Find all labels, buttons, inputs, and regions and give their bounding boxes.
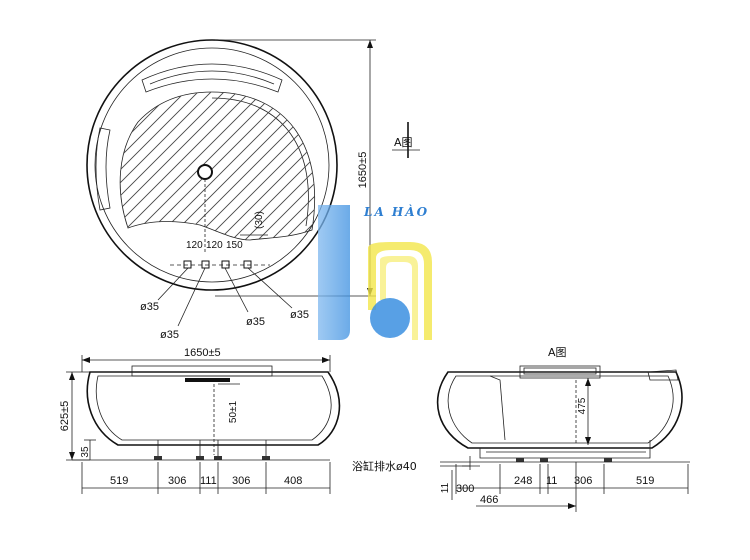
section-label-side: A图	[548, 346, 567, 359]
hole-label-3: ø35	[246, 316, 265, 328]
front-view: 50±1 1650±5 625±5 35	[59, 347, 341, 494]
spacing-3: 150	[226, 240, 243, 251]
front-dim-1: 519	[110, 475, 128, 487]
hatch-line	[120, 92, 276, 240]
hatch-line	[120, 92, 237, 240]
watermark-text: LA HÀO	[363, 204, 429, 219]
hatch-line	[195, 92, 315, 240]
hole-label-1: ø35	[140, 301, 159, 313]
drain-label: 浴缸排水ø40	[352, 459, 417, 473]
side-dim-4: 306	[574, 475, 592, 487]
drain-height-label: 50±1	[228, 400, 239, 423]
front-feet	[154, 440, 270, 460]
front-dim-4: 306	[232, 475, 250, 487]
hole-label-4: ø35	[290, 309, 309, 321]
hatch-line	[120, 92, 250, 240]
side-dim-2: 248	[514, 475, 532, 487]
front-dim-3: 111	[200, 475, 217, 487]
side-dim-1: 300	[456, 483, 474, 495]
hatch-line	[120, 92, 198, 240]
hatch-line	[120, 92, 133, 240]
faucet-holes	[183, 260, 252, 269]
side-offset-label: 466	[480, 494, 498, 506]
hatch-line	[120, 92, 263, 240]
hole-label-2: ø35	[160, 329, 179, 341]
hatch-line	[260, 92, 315, 240]
front-height-label: 625±5	[59, 401, 71, 432]
hatch-line	[120, 92, 185, 240]
side-view: A图 475 浴缸排水ø40 11	[352, 346, 690, 512]
hatch-line	[365, 80, 535, 250]
hatch-line	[352, 80, 522, 250]
hatch-line	[120, 92, 172, 240]
hatch-line	[120, 92, 159, 240]
basin-hatch	[0, 80, 535, 250]
side-depth-label: 475	[577, 397, 588, 414]
side-dim-5: 519	[636, 475, 654, 487]
hatch-line	[120, 92, 146, 240]
hatch-line	[208, 92, 315, 240]
hatch-line	[143, 92, 315, 240]
hatch-line	[0, 80, 93, 250]
hatch-line	[273, 92, 315, 240]
watermark-logo: LA HÀO	[318, 204, 432, 340]
front-dim-2: 306	[168, 475, 186, 487]
hatch-line	[120, 92, 224, 240]
hatch-line	[0, 80, 119, 250]
hatch-line	[326, 80, 496, 250]
hatch-line	[0, 80, 106, 250]
front-base-label: 35	[80, 446, 91, 458]
front-dim-5: 408	[284, 475, 302, 487]
spacing-2: 120	[206, 240, 223, 251]
section-label-top: A图	[394, 136, 413, 149]
side-small-label: 11	[440, 482, 451, 493]
hatch-line	[221, 92, 315, 240]
hatch-line	[156, 92, 315, 240]
front-width-label: 1650±5	[184, 347, 221, 359]
top-diameter-label: 1650±5	[357, 152, 369, 189]
side-dim-3: 11	[546, 475, 557, 487]
spacing-1: 120	[186, 240, 203, 251]
side-feet	[516, 458, 612, 462]
hatch-line	[130, 92, 302, 240]
hatch-line	[0, 80, 80, 250]
hatch-line	[182, 92, 315, 240]
slope-label: (30)	[254, 211, 265, 229]
top-view: (30) 120 120 150 ø35 ø35 ø35 ø35 1650±5 …	[0, 39, 535, 341]
hatch-line	[247, 92, 315, 240]
hatch-line	[234, 92, 315, 240]
drain-circle	[197, 164, 213, 180]
hatch-line	[120, 92, 211, 240]
